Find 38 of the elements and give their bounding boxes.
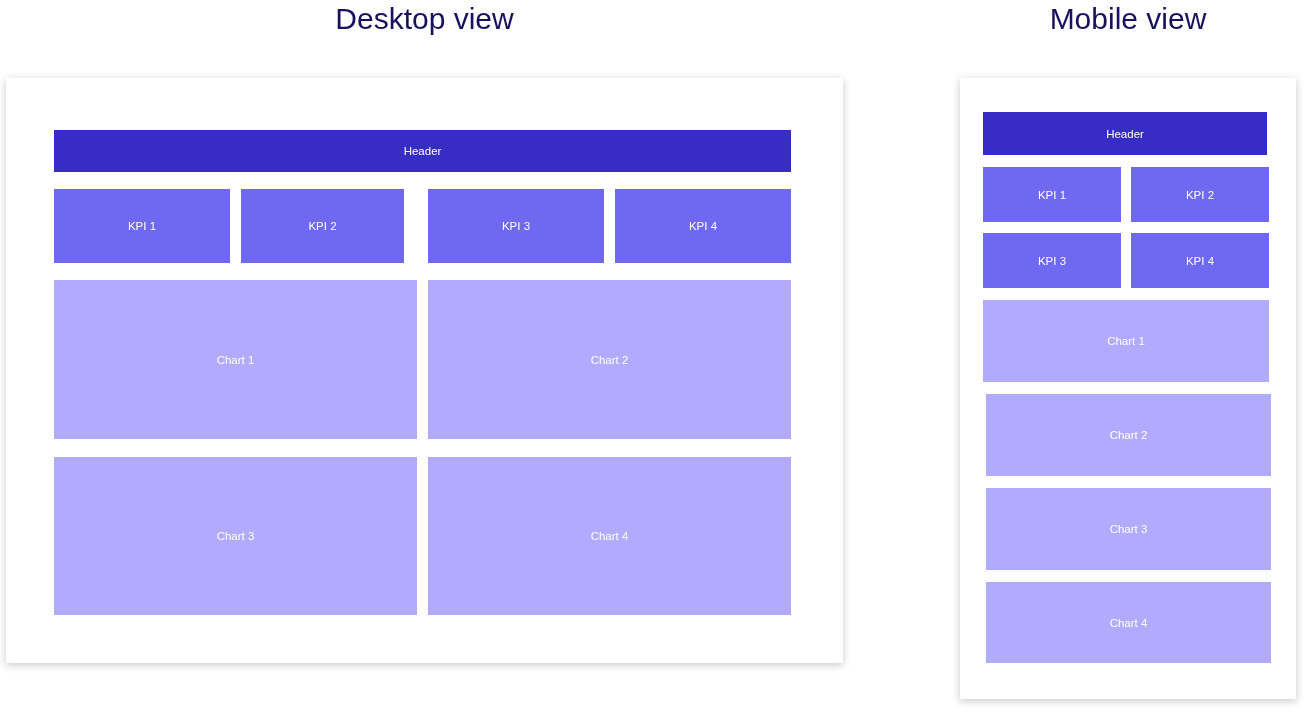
- kpi-tile: [983, 167, 1121, 222]
- block-label: Chart 2: [590, 353, 629, 366]
- block-label: KPI 4: [1185, 254, 1215, 267]
- block-label: Chart 3: [216, 530, 255, 542]
- block-label: Header: [1106, 127, 1144, 140]
- kpi-tile: [1131, 233, 1269, 288]
- block-label: Chart 3: [1109, 523, 1148, 535]
- block-label: KPI 3: [501, 220, 531, 232]
- chart-block: [986, 394, 1271, 476]
- block-label: KPI 1: [1037, 188, 1067, 201]
- block-label: Header: [403, 145, 442, 157]
- header-block: [54, 130, 791, 172]
- block-label: Chart 1: [1107, 335, 1145, 347]
- block-label: Chart 1: [216, 353, 255, 366]
- chart-block: [428, 280, 791, 439]
- kpi-tile: [615, 189, 791, 263]
- header-block: [983, 112, 1267, 155]
- block-label: KPI 4: [688, 220, 718, 232]
- view-title: Mobile view: [1048, 2, 1208, 36]
- chart-block: [983, 300, 1269, 382]
- view-title: Desktop view: [334, 2, 515, 36]
- kpi-tile: [428, 189, 604, 263]
- kpi-tile: [241, 189, 404, 263]
- block-label: KPI 3: [1037, 254, 1067, 267]
- block-label: Chart 4: [590, 530, 629, 542]
- kpi-tile: [983, 233, 1121, 288]
- chart-block: [54, 457, 417, 615]
- block-label: KPI 2: [308, 220, 337, 232]
- chart-block: [54, 280, 417, 439]
- block-label: Chart 4: [1109, 616, 1148, 629]
- kpi-tile: [1131, 167, 1269, 222]
- kpi-tile: [54, 189, 230, 263]
- chart-block: [986, 488, 1271, 570]
- block-label: KPI 2: [1185, 188, 1215, 201]
- chart-block: [428, 457, 791, 615]
- block-label: KPI 1: [127, 220, 157, 232]
- chart-block: [986, 582, 1271, 663]
- block-label: Chart 2: [1109, 429, 1148, 441]
